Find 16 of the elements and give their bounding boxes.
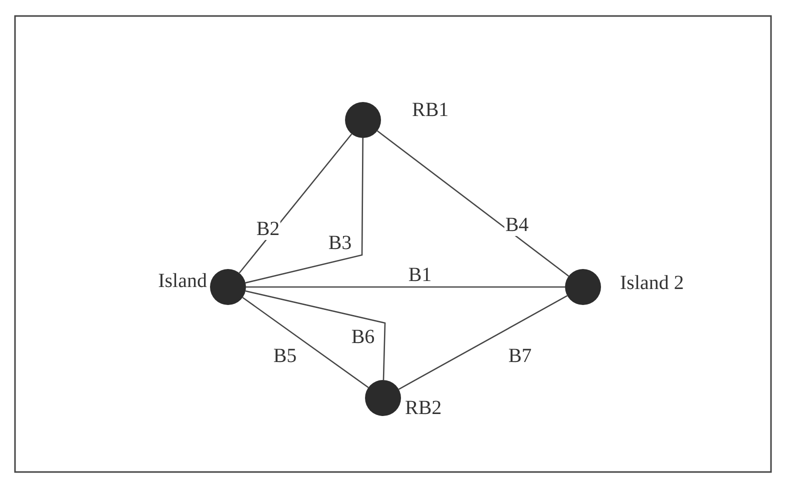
branch-line [238, 134, 352, 274]
node-label: Island [158, 270, 207, 292]
branch-line [246, 286, 565, 288]
bus-node [565, 269, 601, 305]
branch-line [245, 290, 386, 380]
bus-node [345, 102, 381, 138]
node-label: RB1 [412, 99, 449, 121]
branch-line [242, 296, 369, 388]
bus-node [210, 269, 246, 305]
edge-label: B2 [255, 218, 281, 240]
bus-node [365, 380, 401, 416]
node-label: Island 2 [620, 272, 684, 294]
branch-line [245, 138, 364, 284]
branch-line [398, 295, 568, 390]
branch-line [376, 130, 570, 277]
node-label: RB2 [405, 397, 442, 419]
